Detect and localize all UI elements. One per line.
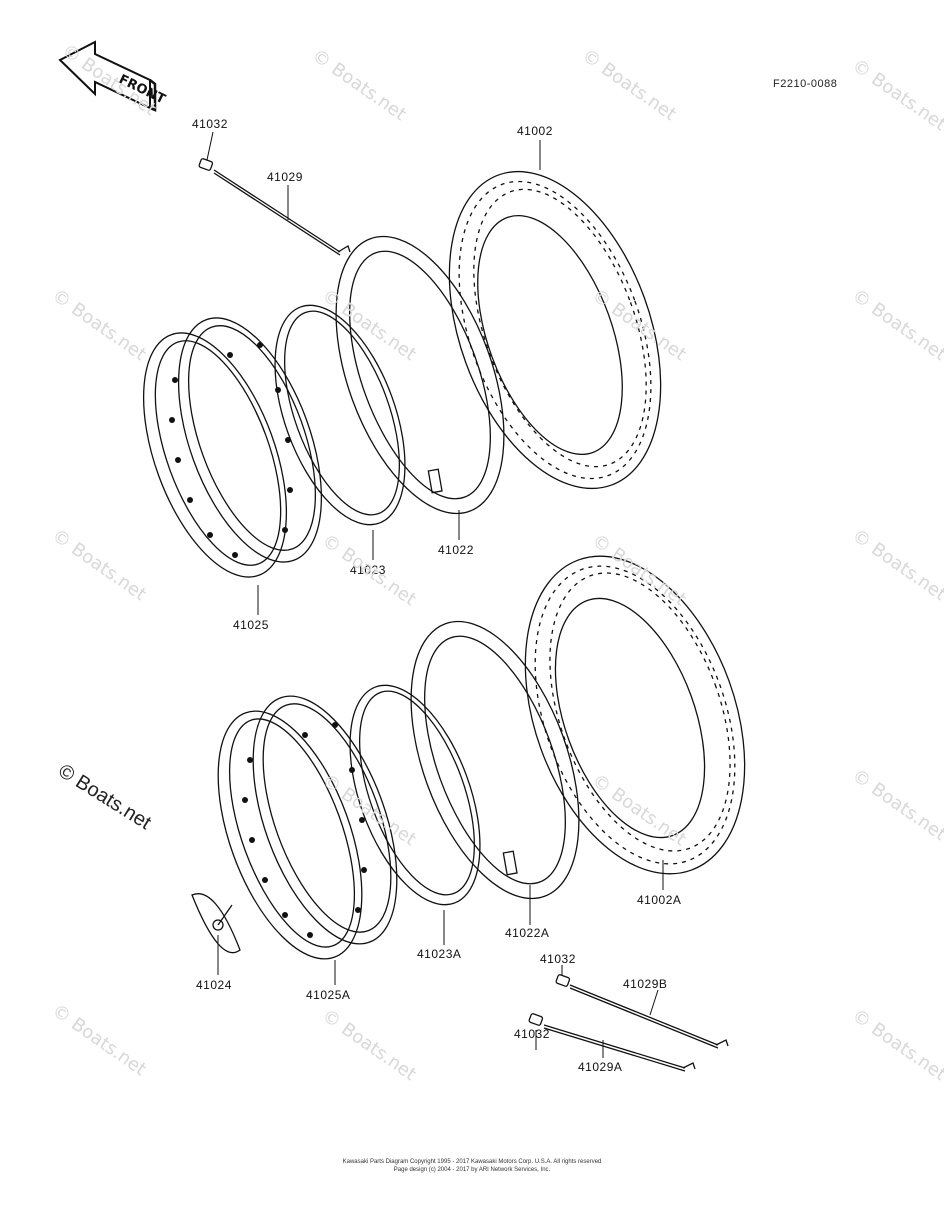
part-label-41002a: 41002A [637, 893, 682, 907]
part-label-41032-bottom: 41032 [514, 1027, 550, 1041]
footer-page-design: Page design (c) 2004 - 2017 by ARI Netwo… [393, 1167, 551, 1173]
front-arrow-icon [58, 40, 157, 112]
part-label-41024: 41024 [196, 978, 232, 992]
part-label-41032-top: 41032 [192, 117, 228, 131]
lower-tube [410, 620, 580, 900]
part-label-41022: 41022 [438, 543, 474, 557]
spoke-top [198, 158, 351, 256]
lower-tire [524, 555, 746, 875]
leader-lines [206, 131, 664, 1058]
part-label-41002: 41002 [517, 124, 553, 138]
upper-rim-band [274, 304, 406, 526]
part-label-41025: 41025 [233, 618, 269, 632]
part-label-41029a: 41029A [578, 1060, 623, 1074]
upper-tube [335, 235, 505, 515]
part-label-41029b: 41029B [623, 977, 668, 991]
lower-rim [217, 695, 398, 960]
spokes-bottom [528, 974, 729, 1072]
part-label-41025a: 41025A [306, 988, 351, 1002]
part-label-41029: 41029 [267, 170, 303, 184]
part-label-41023: 41023 [350, 563, 386, 577]
footer-copyright: Kawasaki Parts Diagram Copyright 1995 - … [342, 1159, 602, 1165]
part-label-41023a: 41023A [417, 947, 462, 961]
rim-lock [191, 893, 241, 954]
upper-rim [142, 317, 323, 578]
part-label-41022a: 41022A [505, 926, 550, 940]
lower-rim-band [349, 684, 481, 906]
diagram-code: F2210-0088 [773, 78, 838, 90]
upper-tire [448, 170, 662, 490]
part-label-41032-mid: 41032 [540, 952, 576, 966]
